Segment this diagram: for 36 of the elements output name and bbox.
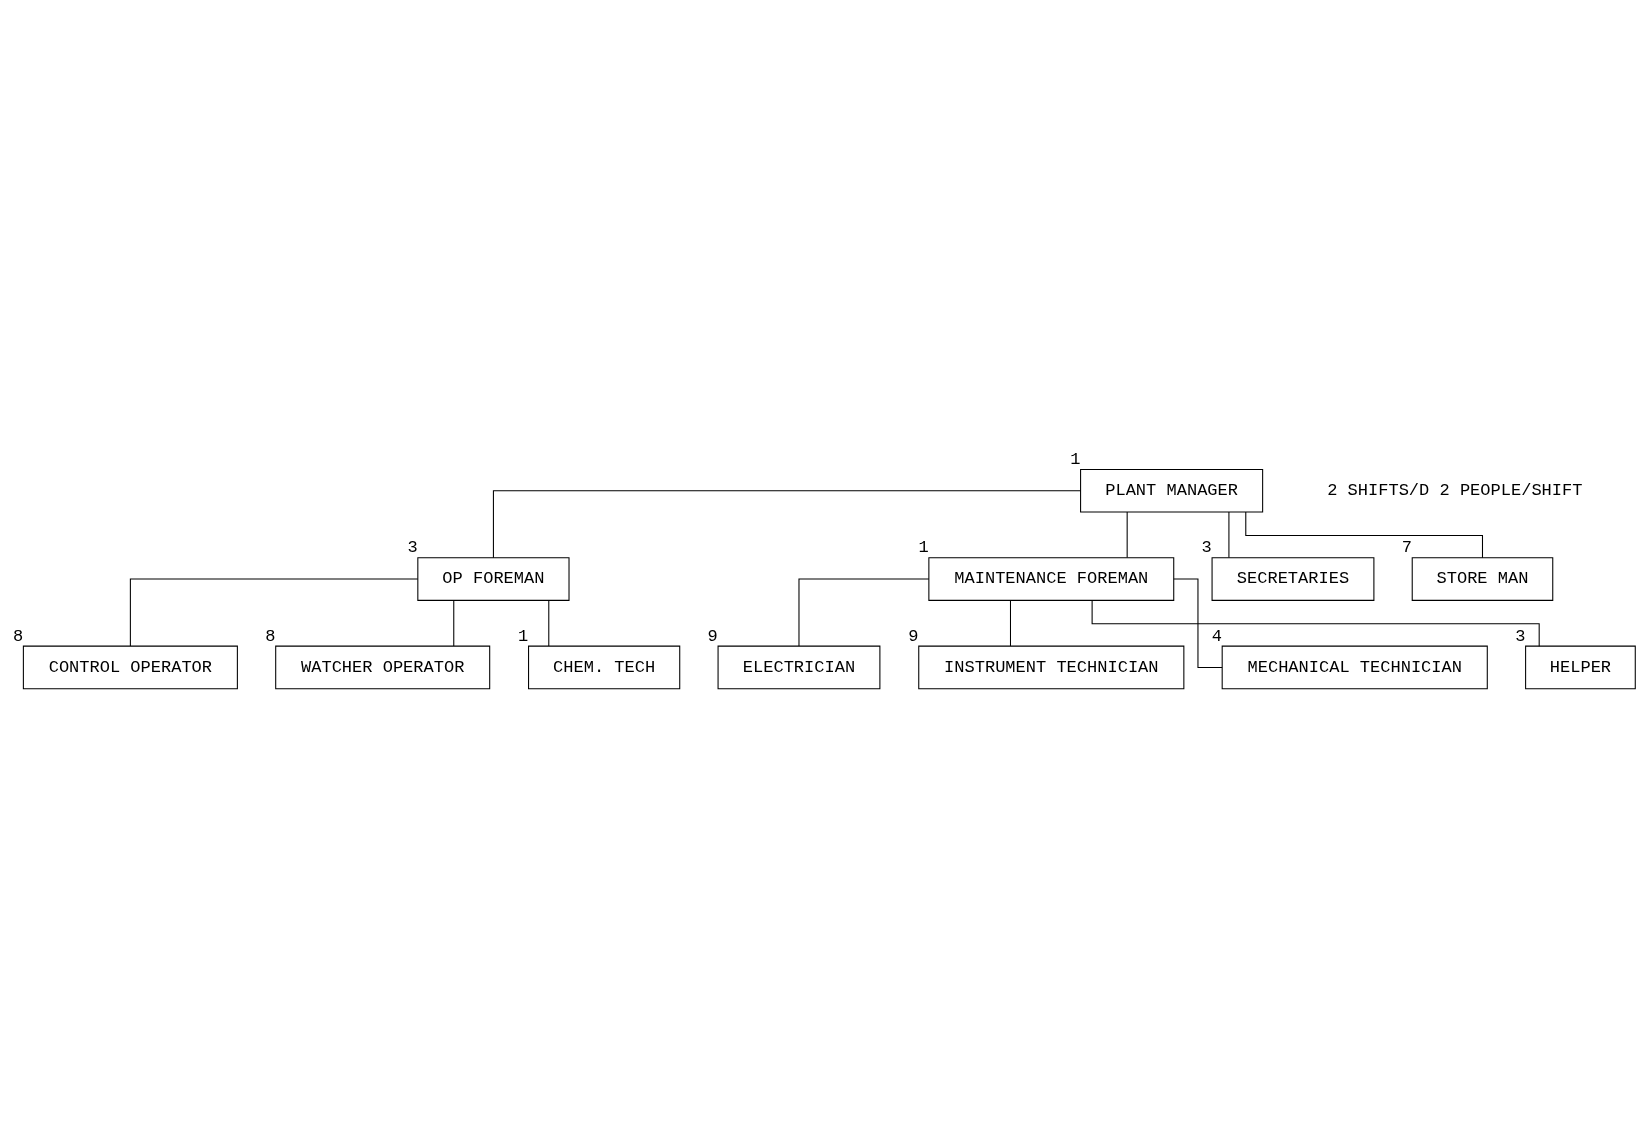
connector [453,599,455,646]
label: 2 SHIFTS/D 2 PEOPLE/SHIFT [1327,480,1583,500]
connector [1173,578,1223,668]
node-label: 1 [918,537,929,557]
connector [492,489,1082,558]
node-box: CHEM. TECH [528,645,681,689]
node-label: 8 [265,626,276,646]
connector [1245,511,1483,558]
node-label: 9 [908,626,919,646]
node-box: SECRETARIES [1211,556,1375,601]
node-label: 1 [518,626,529,646]
node-box: INSTRUMENT TECHNICIAN [918,645,1185,689]
node-label: 9 [707,626,718,646]
connector [1228,511,1230,558]
node-box: PLANT MANAGER [1080,468,1264,513]
node-label: 4 [1211,626,1222,646]
node-label: 7 [1401,537,1413,557]
node-label: 8 [12,626,24,646]
connector [1126,511,1128,558]
node-box: MECHANICAL TECHNICIAN [1221,645,1488,689]
node-box: OP FOREMAN [417,556,570,601]
connector [1091,599,1540,647]
node-box: STORE MAN [1411,556,1554,601]
node-label: 1 [1070,449,1081,469]
node-label: 3 [1515,626,1526,646]
node-box: ELECTRICIAN [717,645,881,689]
node-box: CONTROL OPERATOR [22,645,238,689]
connector [129,578,419,647]
connector [1009,599,1012,646]
node-box: HELPER [1525,645,1636,689]
node-box: MAINTENANCE FOREMAN [928,556,1175,601]
node-label: 3 [407,537,418,557]
node-label: 3 [1201,537,1212,557]
connector [548,599,550,646]
connector [798,578,930,647]
node-box: WATCHER OPERATOR [275,645,491,689]
